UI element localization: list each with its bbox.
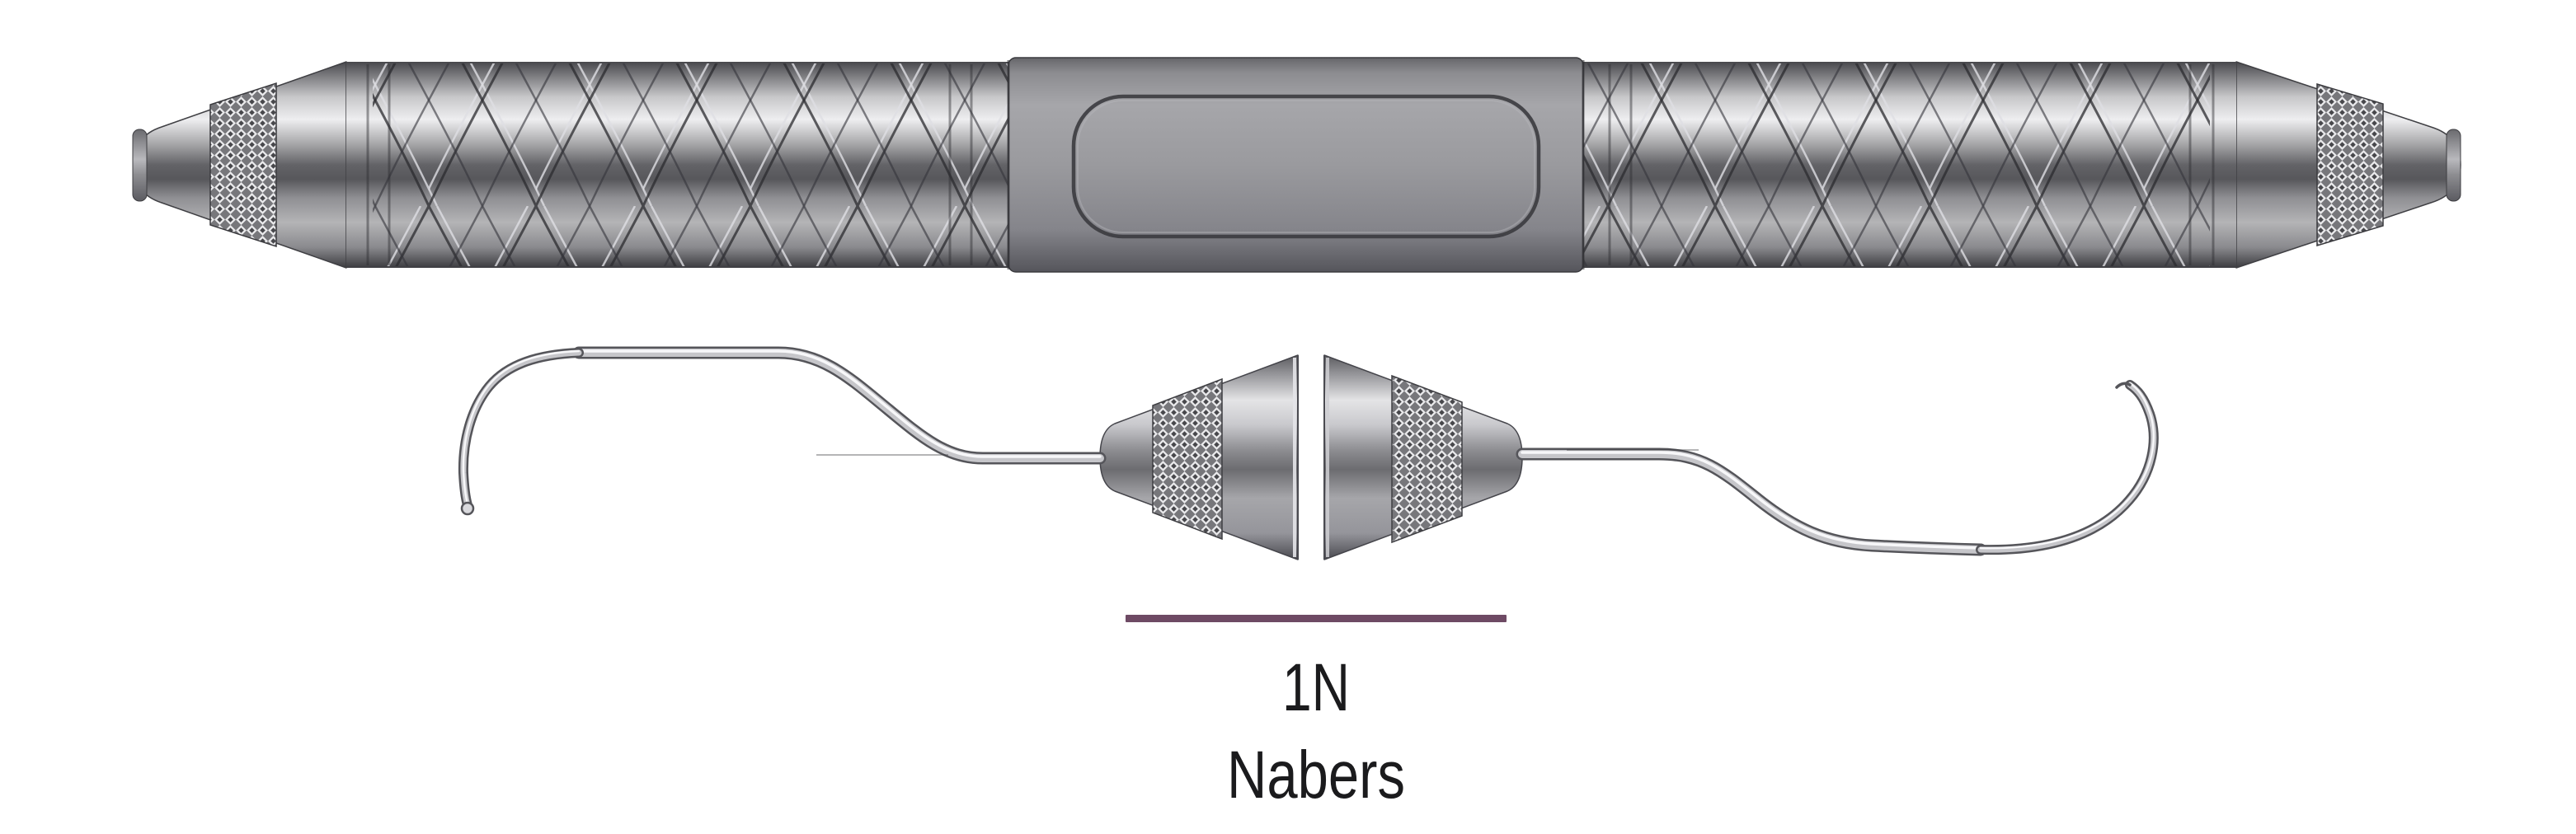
handle-end-face-right	[2446, 129, 2461, 202]
caption: 1N Nabers	[1126, 615, 1507, 813]
instrument-handle	[132, 57, 2461, 273]
probe-sharp-tip-right	[2115, 382, 2132, 389]
handle-etched-body-left	[346, 62, 1008, 268]
probe-wire-left	[460, 351, 1100, 516]
handle-knurl-band-right	[2316, 82, 2384, 247]
cone-knurl-band-left	[1152, 377, 1223, 541]
probe-ball-tip-left	[460, 501, 475, 516]
handle-knurl-band-left	[209, 82, 277, 248]
caption-divider-line	[1126, 615, 1507, 622]
product-code-label: 1N	[1282, 650, 1350, 725]
working-end-right	[1323, 354, 2154, 560]
cone-knurl-band-right	[1391, 374, 1463, 544]
product-name-label: Nabers	[1227, 738, 1405, 813]
handle-grip-sleeve	[1007, 57, 1585, 273]
handle-name-panel-outline	[1071, 94, 1541, 239]
probe-wire-right	[1522, 383, 2154, 550]
working-end-left	[460, 351, 1299, 560]
handle-etched-body-right	[1583, 62, 2236, 268]
handle-end-face-left	[132, 129, 148, 202]
handle-ring-grooves	[366, 64, 2215, 265]
